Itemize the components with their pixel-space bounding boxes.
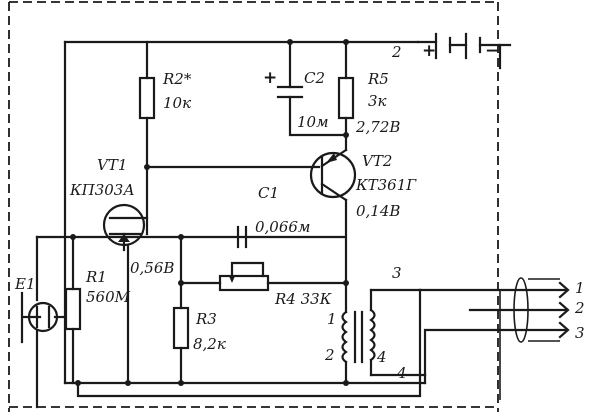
transformer-pin-1: 1: [327, 310, 337, 328]
c1-label: C1: [258, 184, 279, 202]
node-2-label: 2: [391, 43, 402, 61]
r5-value: 3к: [368, 92, 387, 110]
transformer-pin-2: 2: [324, 346, 335, 364]
vt1-label: VT1: [97, 156, 127, 174]
resistor-r5: R5 3к 2,72В: [337, 39, 400, 152]
resistor-r1: R1 560М: [64, 235, 131, 385]
battery-plus-sign: +: [422, 41, 436, 61]
output-1-label: 1: [575, 279, 585, 297]
r5-voltage: 2,72В: [355, 118, 400, 136]
capacitor-c2: + C2 10м: [263, 39, 348, 137]
r5-label: R5: [367, 70, 389, 88]
battery-minus-sign: −: [485, 41, 499, 61]
c2-plus-sign: +: [263, 68, 277, 88]
r2-label: R2*: [162, 70, 192, 88]
r1-value: 560М: [86, 288, 131, 306]
resistor-r4: R4 33К: [179, 261, 349, 308]
r3-value: 8,2к: [193, 335, 226, 353]
resistor-r2: R2* 10к: [138, 40, 192, 169]
gate-voltage: 0,56В: [130, 259, 174, 277]
output-3-label: 3: [575, 324, 585, 342]
resistor-r3: R3 8,2к: [172, 235, 226, 386]
vt1-type: КП303А: [69, 181, 135, 199]
c2-label: C2: [304, 69, 325, 87]
ground-return: [75, 288, 422, 398]
c2-value: 10м: [297, 113, 329, 131]
transformer-pin-4: 4: [376, 348, 387, 366]
e1-label: E1: [14, 275, 36, 293]
battery-symbol: + − 2: [391, 32, 512, 70]
shielded-cable: 1 2 3: [418, 277, 585, 400]
vt2-label: VT2: [362, 152, 392, 170]
r1-label: R1: [85, 268, 107, 286]
transformer-pin-3: 3: [392, 264, 402, 282]
transformer-pin-4-node: 4: [396, 364, 407, 382]
output-transformer: 1 2 3 4 4: [324, 264, 427, 386]
output-2-label: 2: [574, 299, 585, 317]
r3-label: R3: [195, 310, 217, 328]
microphone-e1: E1: [14, 275, 66, 409]
shield-enclosure: [8, 1, 499, 412]
vt2-type: КТ361Г: [355, 176, 417, 194]
r4-label: R4 33К: [274, 290, 332, 308]
capacitor-c1: C1 0,066м: [236, 184, 310, 249]
c1-value: 0,066м: [255, 218, 310, 236]
gate-input-line: 0,56В: [35, 234, 347, 302]
r2-value: 10к: [163, 94, 191, 112]
vt2-voltage: 0,14В: [356, 202, 400, 220]
transistor-vt2: VT2 КТ361Г 0,14В: [144, 148, 417, 314]
